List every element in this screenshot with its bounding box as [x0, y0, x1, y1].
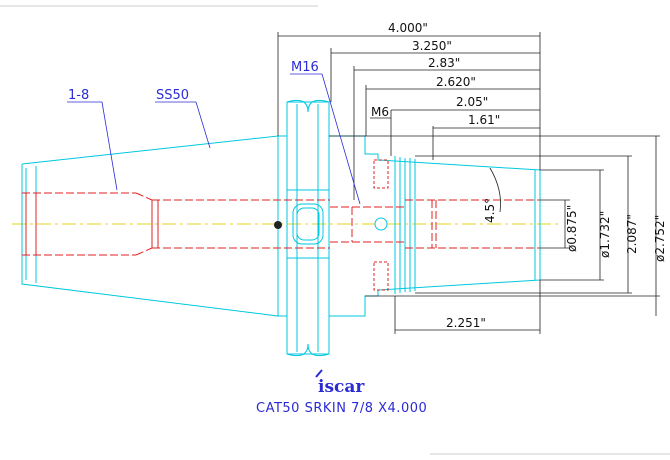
dim-dia-2752: ø2.752"	[653, 215, 667, 262]
dim-2251: 2.251"	[446, 316, 486, 330]
screw-label: M16	[291, 60, 319, 75]
hole-label: M6	[371, 105, 389, 119]
dim-2620: 2.620"	[436, 75, 476, 89]
drawing-title: CAT50 SRKIN 7/8 X4.000	[256, 401, 427, 416]
dim-dia-1732: ø1.732"	[598, 211, 612, 258]
dim-205: 2.05"	[456, 95, 488, 109]
flange-label: SS50	[156, 88, 189, 103]
shank	[329, 135, 541, 317]
cross-hole	[374, 217, 388, 231]
gauge-point	[274, 221, 282, 229]
dim-dia-0875: ø0.875"	[565, 205, 579, 252]
dim-161: 1.61"	[468, 113, 500, 127]
flange	[278, 99, 330, 357]
dim-283: 2.83"	[428, 56, 460, 70]
dim-3250: 3.250"	[412, 39, 452, 53]
hidden-bore	[22, 192, 540, 256]
dim-4000: 4.000"	[388, 21, 428, 35]
taper-outline	[21, 135, 279, 317]
thread-ends	[25, 193, 159, 255]
iscar-logo: iscar	[315, 369, 365, 397]
top-dimensions	[277, 32, 541, 200]
svg-text:iscar: iscar	[318, 377, 365, 397]
m6-holes	[373, 159, 389, 291]
dim-2087: 2.087"	[625, 214, 639, 254]
leaders	[67, 73, 361, 205]
side-dimensions	[329, 135, 660, 334]
dim-angle: 4.5°	[483, 198, 497, 223]
thread-label: 1-8	[68, 88, 89, 103]
